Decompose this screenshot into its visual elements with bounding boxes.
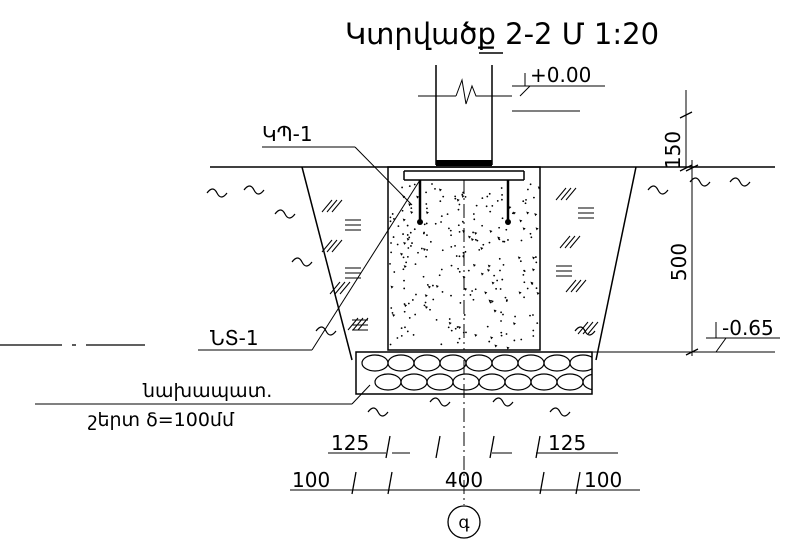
axis-marker-label: գ bbox=[458, 513, 470, 533]
prep-layer-label-2: շերտ δ=100մմ bbox=[88, 409, 235, 431]
dim-500-label: 500 bbox=[667, 243, 691, 281]
leader-prep-layer: նախապատ. շերտ δ=100մմ bbox=[35, 380, 371, 431]
dim-400-label: 400 bbox=[445, 468, 483, 492]
soil-hatching bbox=[206, 177, 751, 417]
trench bbox=[301, 166, 637, 361]
anchor-plate-label: ԿՊ-1 bbox=[262, 122, 313, 146]
dimension-chain-125: 125 125 bbox=[328, 431, 618, 459]
dimension-150: 150 bbox=[661, 90, 693, 172]
leader-embedded-part: ՆՏ-1 bbox=[198, 179, 421, 351]
leader-anchor-plate: ԿՊ-1 bbox=[262, 122, 413, 206]
dim-125-left-label: 125 bbox=[331, 431, 369, 455]
gravel-layer bbox=[355, 351, 593, 395]
dim-100-right-label: 100 bbox=[584, 468, 622, 492]
axis-marker: գ bbox=[447, 505, 481, 539]
level-top-label: +0.00 bbox=[530, 63, 591, 87]
dimension-chain-400: 100 400 100 bbox=[290, 468, 640, 495]
dim-150-label: 150 bbox=[661, 131, 685, 169]
prep-layer-label-1: նախապատ. bbox=[142, 380, 272, 402]
dim-125-right-label: 125 bbox=[548, 431, 586, 455]
embedded-part-label: ՆՏ-1 bbox=[210, 326, 259, 350]
drawing-title: Կտրվածք 2-2 Մ 1:20 bbox=[345, 17, 659, 51]
dim-100-left-label: 100 bbox=[292, 468, 330, 492]
level-bottom-label: -0.65 bbox=[722, 316, 774, 340]
level-mark-bottom: -0.65 bbox=[592, 316, 780, 353]
level-mark-top: +0.00 bbox=[512, 63, 605, 112]
column bbox=[418, 65, 512, 165]
dimension-500: 500 bbox=[667, 160, 699, 356]
